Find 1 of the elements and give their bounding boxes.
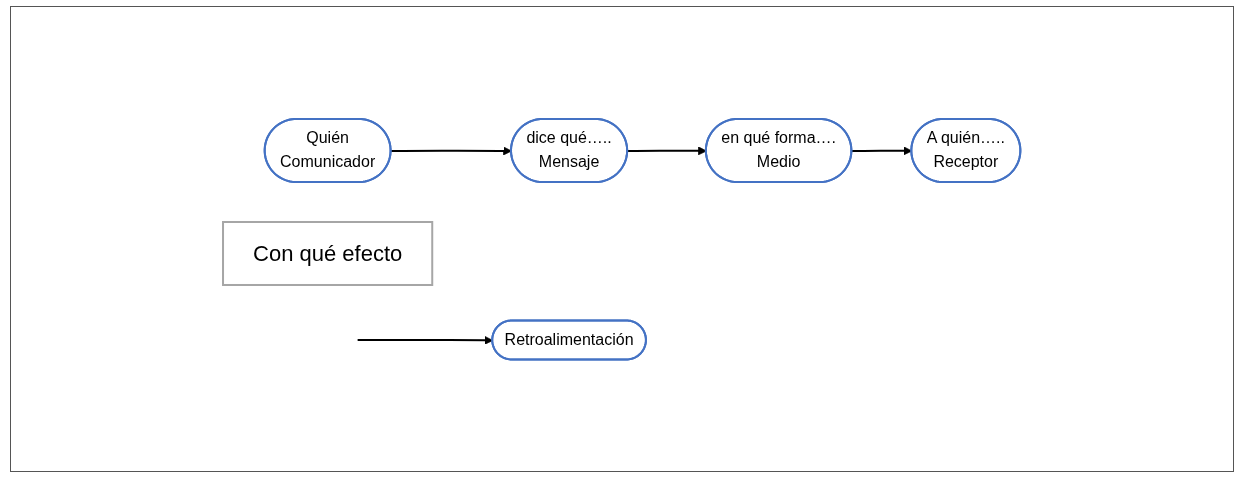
node-box: Con qué efecto (222, 220, 434, 286)
